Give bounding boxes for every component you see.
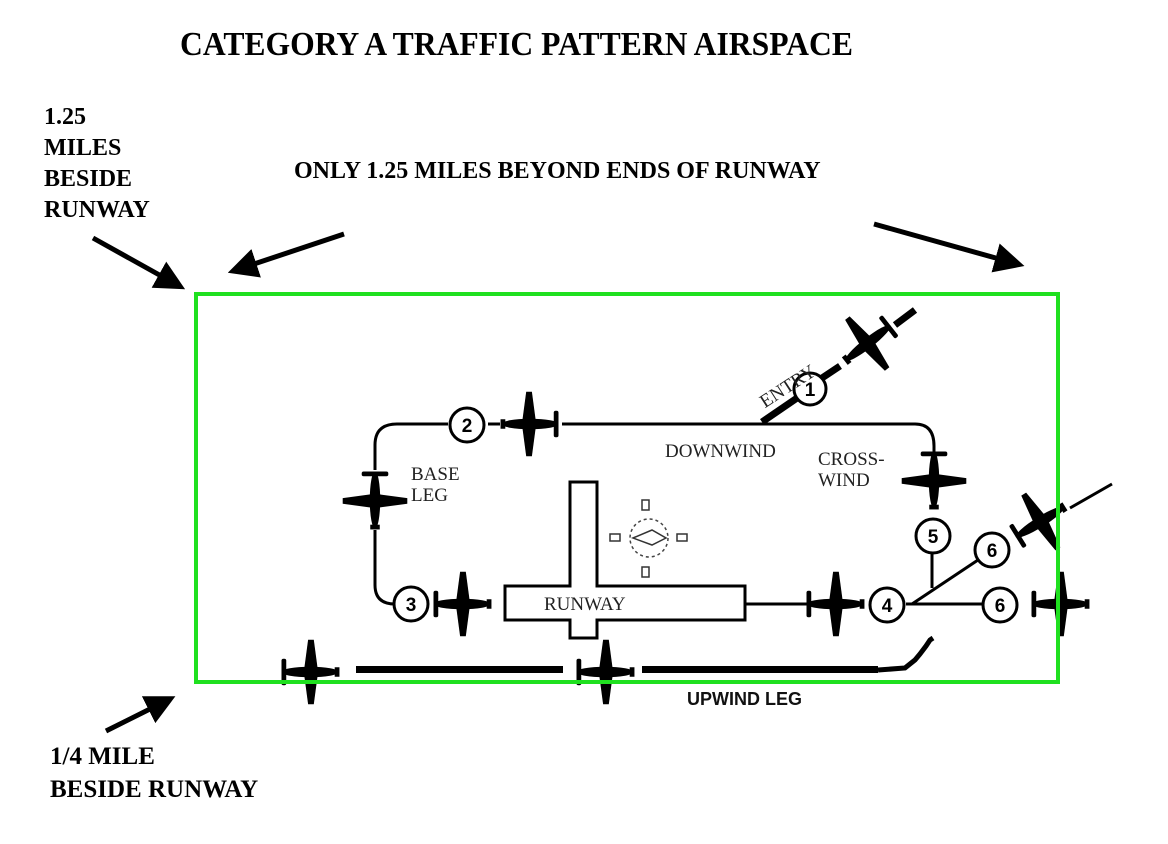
airplane-icon: [433, 571, 492, 637]
crosswind-label: CROSS-: [818, 449, 885, 470]
entry-track: [892, 307, 918, 328]
base-leg-label: BASE: [411, 464, 460, 485]
upwind-leg-label: UPWIND LEG: [687, 689, 802, 709]
runway-label: RUNWAY: [544, 594, 626, 615]
departure-track: [1069, 482, 1113, 510]
position-number: 1: [805, 380, 816, 401]
departure-track: [911, 558, 979, 606]
airplane-icon: [1031, 571, 1090, 637]
airplane-icon: [998, 479, 1083, 565]
position-number: 4: [882, 596, 893, 617]
airplane-icon: [342, 471, 408, 530]
base-leg-label: LEG: [411, 485, 448, 506]
label-line: BESIDE: [44, 166, 133, 192]
position-6-straight-departure: 6: [981, 586, 1019, 624]
position-number: 6: [987, 541, 998, 562]
position-3: 3: [392, 585, 430, 623]
label-beside-runway-near: 1/4 MILE BESIDE RUNWAY: [50, 740, 258, 806]
diagram-title: CATEGORY A TRAFFIC PATTERN AIRSPACE: [180, 26, 853, 63]
base-leg-track: [373, 530, 396, 606]
arrow-beyond-left: [227, 231, 345, 278]
position-number: 3: [406, 595, 417, 616]
position-2: 2: [448, 406, 486, 444]
position-number: 5: [928, 527, 939, 548]
airspace-boundary: [194, 292, 1060, 684]
crosswind-label: WIND: [818, 470, 870, 491]
runway: RUNWAY: [503, 480, 747, 640]
upwind-track: [642, 666, 878, 673]
label-line: RUNWAY: [44, 197, 150, 223]
position-number: 2: [462, 416, 473, 437]
label-line: 1.25: [44, 104, 86, 130]
label-beside-runway-far: 1.25 MILES BESIDE RUNWAY: [44, 102, 150, 226]
label-beyond-ends: ONLY 1.25 MILES BEYOND ENDS OF RUNWAY: [294, 158, 821, 184]
upwind-climb: [877, 635, 935, 673]
wind-indicator-icon: [609, 499, 688, 578]
airplane-icon: [824, 300, 911, 387]
position-5: 5: [914, 517, 952, 555]
position-number: 6: [995, 596, 1006, 617]
position-4: 4: [868, 586, 906, 624]
airplane-icon: [901, 451, 967, 510]
upwind-track: [356, 666, 563, 673]
label-line: MILES: [44, 135, 122, 161]
position-1: 1: [792, 371, 828, 407]
entry-track: [820, 363, 842, 381]
position-6-crosswind-departure: 6: [973, 531, 1011, 569]
airplane-icon: [500, 391, 559, 457]
arrow-far-side: [91, 235, 186, 290]
airplane-icon: [576, 639, 635, 705]
airplane-icon: [806, 571, 865, 637]
entry-track: [760, 393, 802, 425]
arrow-near-side: [104, 696, 176, 734]
airplane-icon: [281, 639, 340, 705]
arrow-beyond-right: [873, 221, 1025, 273]
label-line: 1/4 MILE: [50, 743, 155, 770]
label-line: BESIDE RUNWAY: [50, 776, 259, 803]
downwind-label: DOWNWIND: [665, 441, 776, 462]
pattern-track: [373, 422, 936, 470]
